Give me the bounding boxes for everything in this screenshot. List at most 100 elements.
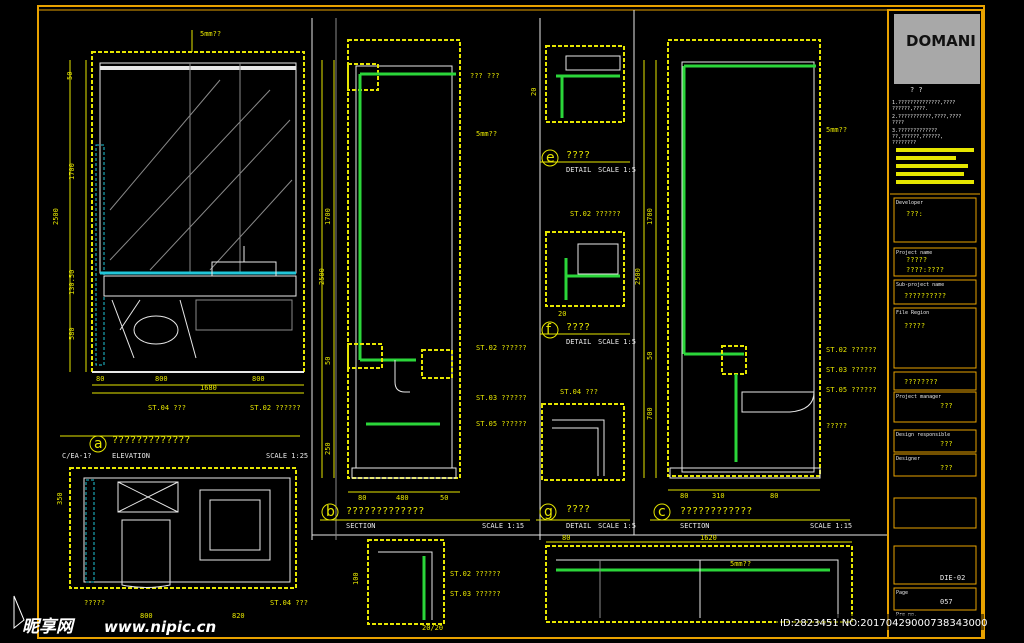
section-b-sub: SECTION xyxy=(346,522,376,530)
dim-secc-w-80b: 80 xyxy=(770,492,778,500)
tag-secc-3: ST.05 ?????? xyxy=(826,386,877,394)
design-label: Design responsible xyxy=(896,432,950,438)
dim-secb-h-50: 50 xyxy=(324,357,332,365)
dim-plan-h: 350 xyxy=(56,492,64,505)
section-b-title: ????????????? xyxy=(346,506,424,517)
plan-view: 350 800 820 ????? ST.04 ??? xyxy=(56,467,308,620)
tag-detf: ST.02 ?????? xyxy=(570,210,621,218)
note-5: 3.????????????? xyxy=(892,128,937,134)
tag-secc-1: ST.02 ?????? xyxy=(826,346,877,354)
dim-elev-w-80: 80 xyxy=(96,375,104,383)
dim-secc-h-700: 700 xyxy=(646,407,654,420)
callout-secc-mm: 5mm?? xyxy=(826,126,847,134)
dim-det-f: 20 xyxy=(558,310,566,318)
section-g-scale: SCALE 1:5 xyxy=(598,522,636,530)
dim-plan-w-820: 820 xyxy=(232,612,245,620)
dim-secb-h-250: 250 xyxy=(324,442,332,455)
dim-top-w: 1620 xyxy=(700,534,717,542)
tag-plan-1: ????? xyxy=(84,599,105,607)
tag-secc-2: ST.03 ?????? xyxy=(826,366,877,374)
detail-bottom-2: 1620 80 5mm?? xyxy=(545,534,853,623)
detail-g: ST.04 ??? g ???? DETAIL SCALE 1:5 xyxy=(536,388,636,530)
elevation-a: 50 2500 1700 130.50 580 80 800 1680 800 … xyxy=(52,30,308,460)
section-c-scale: SCALE 1:15 xyxy=(810,522,852,530)
watermark-brand: 昵享网 xyxy=(22,617,76,637)
section-c: 2500 1700 50 700 80 310 80 5mm?? ST.02 ?… xyxy=(634,39,877,530)
designer-label: Designer xyxy=(896,456,920,462)
dim-secb-w-80: 80 xyxy=(358,494,366,502)
watermark-url: www.nipic.cn xyxy=(104,618,216,636)
note-7: ???????? xyxy=(892,140,916,146)
pm-value: ??? xyxy=(940,402,953,410)
dim-secb-h-total: 2500 xyxy=(318,268,326,285)
page-value: 057 xyxy=(940,598,953,606)
subproject-value: ?????????? xyxy=(904,292,946,300)
dim-secb-w-480: 480 xyxy=(396,494,409,502)
tag-secb-4: ST.05 ?????? xyxy=(476,420,527,428)
section-e-title: ???? xyxy=(566,150,590,161)
callout-secb-mm: 5mm?? xyxy=(476,130,497,138)
dim-elev-h-total: 2500 xyxy=(52,208,60,225)
logo-box xyxy=(894,14,980,84)
dim-elev-w-800b: 800 xyxy=(252,375,265,383)
section-g-letter: g xyxy=(544,504,553,520)
tag-bottom-2: ST.03 ?????? xyxy=(450,590,501,598)
dim-elev-w-800a: 800 xyxy=(155,375,168,383)
dim-plan-w-800: 800 xyxy=(140,612,153,620)
notes-title: ? ? xyxy=(910,86,923,94)
note-3: 2.???????????,????,???? xyxy=(892,114,961,120)
section-e-sub: DETAIL xyxy=(566,166,591,174)
dim-elev-h-50: 50 xyxy=(66,72,74,80)
dim-det-e: 20 xyxy=(530,88,538,96)
developer-label: Developer xyxy=(896,200,923,206)
project-value: ????? xyxy=(906,256,927,264)
logo-text: DOMANI xyxy=(906,32,976,50)
file-value: ????? xyxy=(904,322,925,330)
note-1: 1.??????????????,???? xyxy=(892,100,955,106)
section-f-letter: f xyxy=(546,322,552,338)
dim-secb-w-50: 50 xyxy=(440,494,448,502)
section-g-title: ???? xyxy=(566,504,590,515)
dim-elev-h-580: 580 xyxy=(68,327,76,340)
developer-value: ???: xyxy=(906,210,923,218)
watermark-logo-icon xyxy=(13,595,25,630)
section-c-letter: c xyxy=(658,504,666,520)
section-a-letter: a xyxy=(94,436,103,452)
section-e-scale: SCALE 1:5 xyxy=(598,166,636,174)
section-b-scale: SCALE 1:15 xyxy=(482,522,524,530)
callout-elev-top: 5mm?? xyxy=(200,30,221,38)
file-label: File Region xyxy=(896,310,929,316)
dim-top-w-80: 80 xyxy=(562,534,570,542)
watermark: 昵享网 www.nipic.cn ID:2823451 NO:201704290… xyxy=(13,595,988,637)
callout-bottom-mm: 5mm?? xyxy=(730,560,751,568)
section-a-scale: SCALE 1:25 xyxy=(266,452,308,460)
dim-elev-h-130: 130.50 xyxy=(68,270,76,295)
dim-secc-h-total: 2500 xyxy=(634,268,642,285)
dim-secc-w-80a: 80 xyxy=(680,492,688,500)
detail-f: 20 ST.02 ?????? f ???? DETAIL SCALE 1:5 xyxy=(540,210,636,346)
detail-bottom-1: 100 20/20 ST.02 ?????? ST.03 ?????? xyxy=(352,539,501,632)
section-c-title: ???????????? xyxy=(680,506,752,517)
dim-elev-w-total: 1680 xyxy=(200,384,217,392)
detail-e: 20 e ???? DETAIL SCALE 1:5 xyxy=(530,45,636,174)
project-value-2: ????:???? xyxy=(906,266,944,274)
tag-bottom-1: ST.02 ?????? xyxy=(450,570,501,578)
note-6: ??,??????,??????, xyxy=(892,134,943,140)
tag-elev-2: ST.02 ?????? xyxy=(250,404,301,412)
note-2: ??????,????. xyxy=(892,106,928,112)
page-label: Page xyxy=(896,590,908,596)
dim-secc-h-1700: 1700 xyxy=(646,208,654,225)
tag-secb-1: ??? ??? xyxy=(470,72,500,80)
dim-secc-h-50: 50 xyxy=(646,352,654,360)
section-f-sub: DETAIL xyxy=(566,338,591,346)
watermark-id: ID:2823451 NO:20170429000738343000 xyxy=(780,618,988,629)
design-value: ??? xyxy=(940,440,953,448)
code-value: DIE-02 xyxy=(940,574,965,582)
section-c-sub: SECTION xyxy=(680,522,710,530)
dim-elev-h-1700: 1700 xyxy=(68,163,76,180)
section-g-sub: DETAIL xyxy=(566,522,591,530)
note-4: ???? xyxy=(892,120,904,126)
project-label: Project name xyxy=(896,250,932,256)
dim-bottom-h: 100 xyxy=(352,572,360,585)
